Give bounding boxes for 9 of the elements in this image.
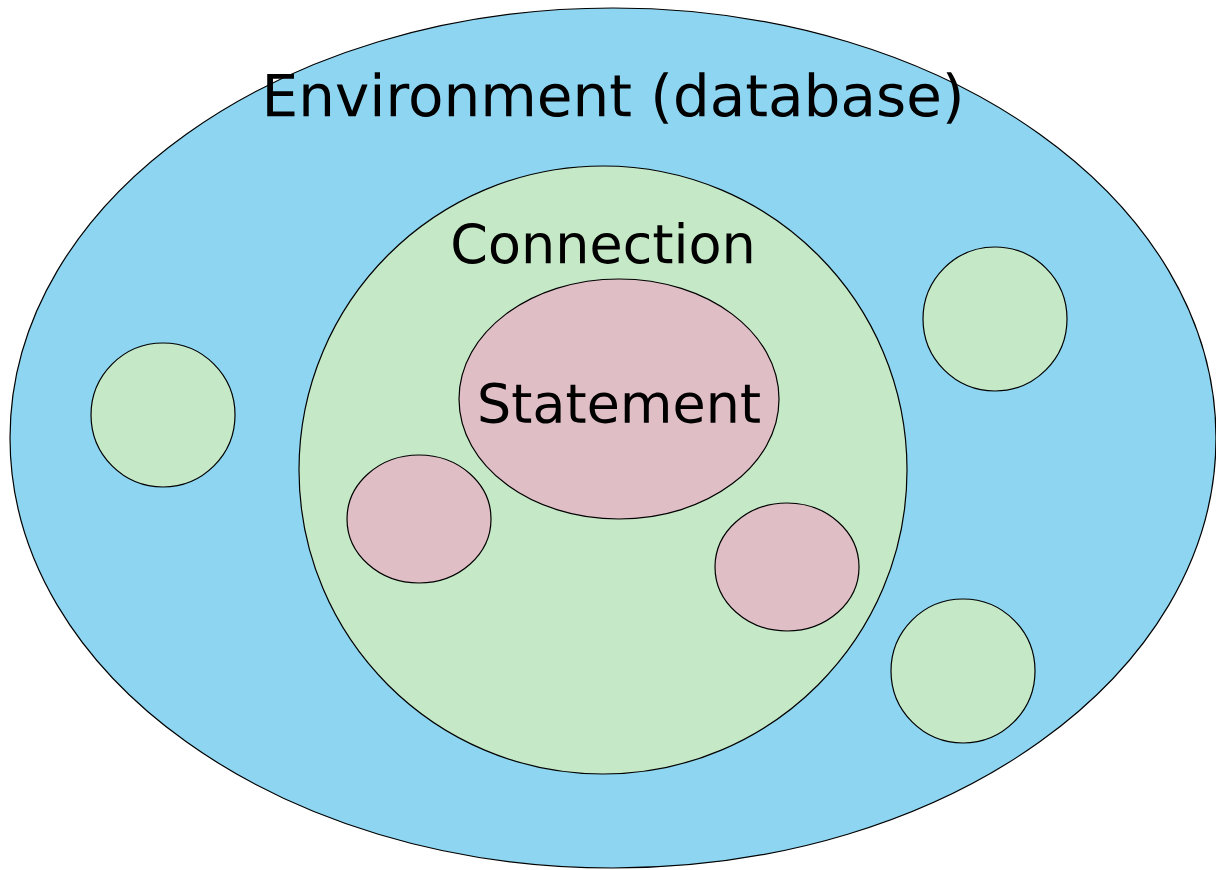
region-label: Statement — [480, 382, 760, 424]
region-label: Connection — [453, 222, 752, 264]
ellipse-region — [458, 278, 780, 520]
ellipse — [714, 502, 860, 632]
ellipse — [346, 454, 492, 584]
circle — [90, 342, 236, 488]
region-label: Environment (database) — [267, 72, 960, 124]
circle — [890, 598, 1036, 744]
circle — [922, 246, 1068, 392]
